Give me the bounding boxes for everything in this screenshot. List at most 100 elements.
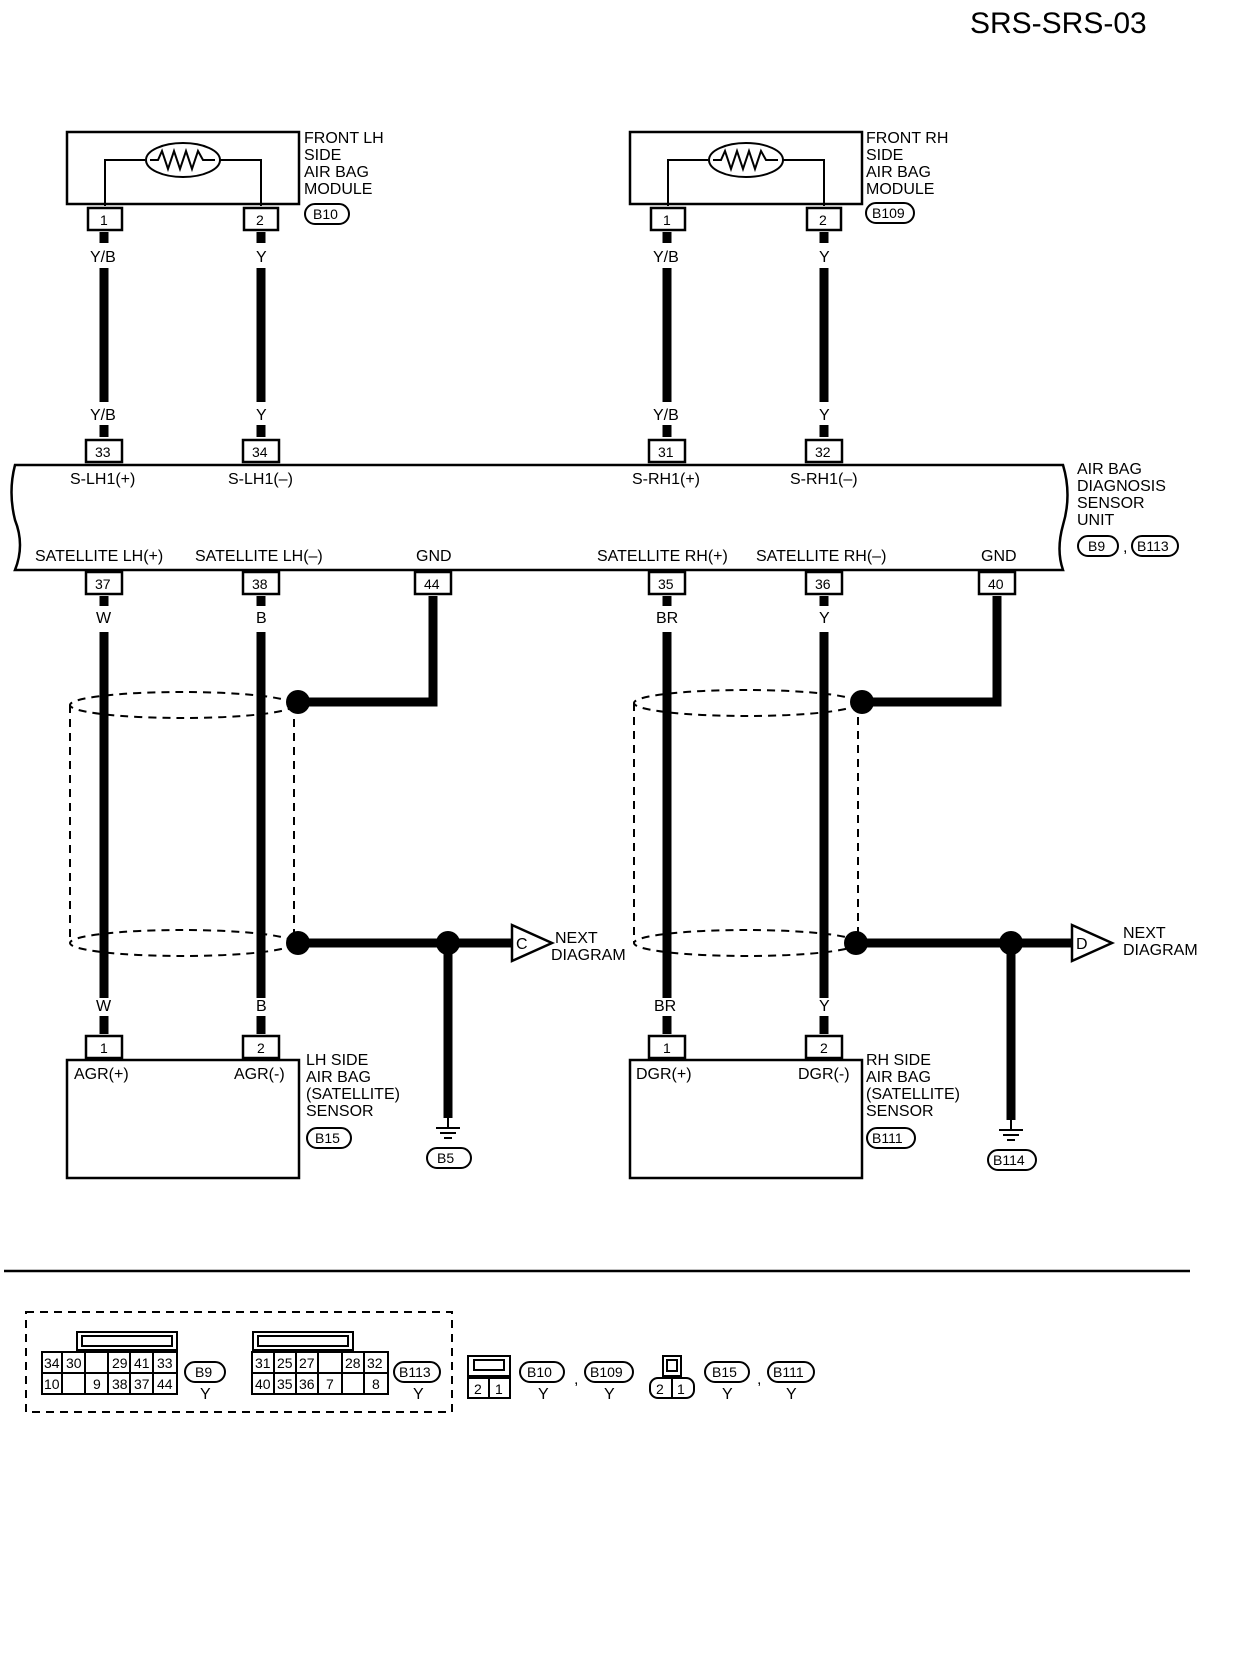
unit-label-slh1-minus: S-LH1(–) — [228, 471, 293, 488]
next-d-line-1: NEXT — [1123, 925, 1166, 942]
rh-sensor-pin-1: 1 — [663, 1040, 671, 1056]
wire-color-rh2-bottom: Y — [819, 407, 830, 424]
wire-color-lh2-bottom: Y — [256, 407, 267, 424]
lh-sensor-label-3: (SATELLITE) — [306, 1086, 400, 1103]
b9-cell-r1c5: 41 — [134, 1355, 150, 1371]
b10-pin-1: 1 — [495, 1381, 503, 1397]
rh-sensor-dgr-plus: DGR(+) — [636, 1066, 692, 1083]
front-rh-pin-1: 1 — [663, 212, 671, 228]
b9-cell-r1c1: 34 — [44, 1355, 60, 1371]
lh-sensor-label-2: AIR BAG — [306, 1069, 371, 1086]
b113-cell-r1c6: 32 — [367, 1355, 383, 1371]
wire-color-rh2-top: Y — [819, 249, 830, 266]
b9-name: B9 — [195, 1364, 212, 1380]
legend-b15-b111: 2 1 B15 Y , B111 Y — [649, 1355, 815, 1403]
rh-sensor-pin-2: 2 — [820, 1040, 828, 1056]
b9-cell-r2c5: 37 — [134, 1376, 150, 1392]
wire-color-b-top: B — [256, 610, 267, 627]
lh-sensor-label-1: LH SIDE — [306, 1052, 368, 1069]
unit-label-gnd-40: GND — [981, 548, 1017, 565]
ground-b114: B114 — [993, 1152, 1025, 1168]
lh-sensor-wire-w: W — [96, 998, 112, 1015]
lh-sensor-pin-1: 1 — [100, 1040, 108, 1056]
b10-pin-2: 2 — [474, 1381, 482, 1397]
b111-name: B111 — [773, 1364, 804, 1380]
next-c-line-2: DIAGRAM — [551, 947, 626, 964]
unit-name-2: DIAGNOSIS — [1077, 478, 1166, 495]
lh-sensor-agr-plus: AGR(+) — [74, 1066, 129, 1083]
b113-cell-r1c1: 31 — [255, 1355, 271, 1371]
rh-side-satellite-sensor: BR Y 1 2 DGR(+) DGR(-) RH SIDE AIR BAG (… — [628, 998, 960, 1180]
page-title: SRS-SRS-03 — [970, 7, 1147, 40]
next-c-letter: C — [516, 936, 528, 953]
front-rh-pin-2: 2 — [819, 212, 827, 228]
wire-color-w-top: W — [96, 610, 112, 627]
b9-cell-r2c3: 9 — [93, 1376, 101, 1392]
b113-cell-r2c6: 8 — [372, 1376, 380, 1392]
b113-color: Y — [413, 1386, 424, 1403]
front-lh-pin-2: 2 — [256, 212, 264, 228]
front-rh-label-1: FRONT RH — [866, 130, 948, 147]
legend-b9: 34 30 29 41 33 10 9 38 37 44 B9 Y — [41, 1331, 226, 1403]
b113-cell-r2c4: 7 — [326, 1376, 334, 1392]
next-c-line-1: NEXT — [555, 930, 598, 947]
b113-cell-r2c3: 36 — [299, 1376, 315, 1392]
unit-pin-44: 44 — [424, 576, 440, 592]
unit-pin-40: 40 — [988, 576, 1004, 592]
unit-pin-35: 35 — [658, 576, 674, 592]
front-rh-label-3: AIR BAG — [866, 164, 931, 181]
b109-color: Y — [604, 1386, 615, 1403]
next-d-line-2: DIAGRAM — [1123, 942, 1198, 959]
front-rh-connector: B109 — [872, 205, 905, 221]
b15-name: B15 — [712, 1364, 737, 1380]
b9-cell-r1c4: 29 — [112, 1355, 128, 1371]
ground-b5: B5 — [437, 1150, 454, 1166]
b113-cell-r1c2: 25 — [277, 1355, 293, 1371]
wire-color-lh1-top: Y/B — [90, 249, 116, 266]
wire-color-lh2-top: Y — [256, 249, 267, 266]
b113-cell-r2c1: 40 — [255, 1376, 271, 1392]
b9-cell-r2c1: 10 — [44, 1376, 60, 1392]
unit-pin-37: 37 — [95, 576, 111, 592]
wire-color-lh1-bottom: Y/B — [90, 407, 116, 424]
rh-sensor-dgr-minus: DGR(-) — [798, 1066, 850, 1083]
lower-wires-rh: BR Y D NEXT DIAGRAM B114 — [633, 596, 1198, 1171]
upper-wires: Y/B Y/B Y Y Y/B Y/B Y Y — [90, 232, 830, 437]
unit-connector-b113: B113 — [1137, 538, 1169, 554]
b15-pin-1: 1 — [677, 1381, 685, 1397]
wire-color-y-top: Y — [819, 610, 830, 627]
lh-sensor-agr-minus: AGR(-) — [234, 1066, 285, 1083]
legend-b10-b109: 2 1 B10 Y , B109 Y — [467, 1355, 634, 1403]
rh-sensor-wire-y: Y — [819, 998, 830, 1015]
b10-name: B10 — [527, 1364, 552, 1380]
connector-legend: 34 30 29 41 33 10 9 38 37 44 B9 Y — [25, 1311, 815, 1413]
unit-pin-36: 36 — [815, 576, 831, 592]
b113-cell-r2c2: 35 — [277, 1376, 293, 1392]
b113-cell-r1c3: 27 — [299, 1355, 315, 1371]
unit-label-sat-rh-minus: SATELLITE RH(–) — [756, 548, 886, 565]
b9-cell-r1c6: 33 — [157, 1355, 173, 1371]
air-bag-diagnosis-sensor-unit: 33 34 31 32 S-LH1(+) S-LH1(–) S-RH1(+) S… — [10, 438, 1179, 596]
b10-b109-separator: , — [574, 1371, 578, 1388]
unit-label-gnd-44: GND — [416, 548, 452, 565]
unit-top-pin-32: 32 — [815, 444, 831, 460]
lh-sensor-connector: B15 — [315, 1130, 340, 1146]
unit-name-4: UNIT — [1077, 512, 1115, 529]
lh-sensor-wire-b: B — [256, 998, 267, 1015]
front-lh-airbag-module: 1 2 FRONT LH SIDE AIR BAG MODULE B10 — [65, 130, 384, 232]
front-rh-label-2: SIDE — [866, 147, 903, 164]
b9-color: Y — [200, 1386, 211, 1403]
unit-label-sat-lh-minus: SATELLITE LH(–) — [195, 548, 323, 565]
unit-label-srh1-plus: S-RH1(+) — [632, 471, 700, 488]
b10-color: Y — [538, 1386, 549, 1403]
rh-sensor-label-1: RH SIDE — [866, 1052, 931, 1069]
legend-b113: 31 25 27 28 32 40 35 36 7 8 B113 Y — [251, 1331, 441, 1403]
b109-name: B109 — [590, 1364, 623, 1380]
wire-color-br-top: BR — [656, 610, 678, 627]
lh-sensor-pin-2: 2 — [257, 1040, 265, 1056]
wire-color-rh1-top: Y/B — [653, 249, 679, 266]
unit-top-pin-34: 34 — [252, 444, 268, 460]
unit-top-pin-31: 31 — [658, 444, 674, 460]
rh-sensor-connector: B111 — [872, 1130, 903, 1146]
b15-pin-2: 2 — [656, 1381, 664, 1397]
